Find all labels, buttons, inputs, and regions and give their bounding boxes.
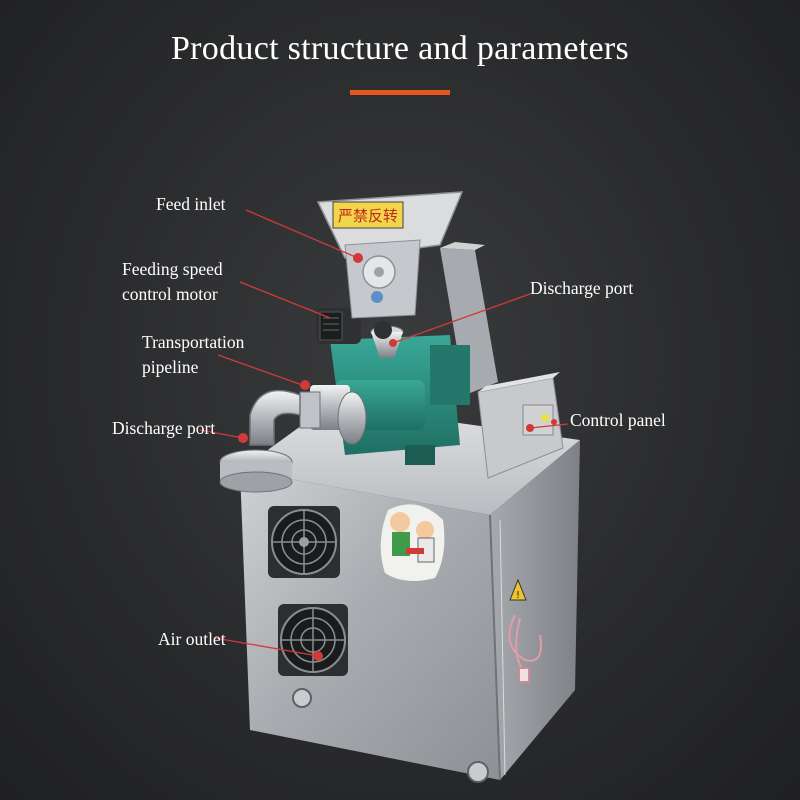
leader-lines xyxy=(199,209,569,657)
page-title: Product structure and parameters xyxy=(170,30,630,67)
label-discharge-port-left: Discharge port xyxy=(112,418,216,438)
leader-feed-inlet xyxy=(245,209,359,259)
leader-transportation-pipeline xyxy=(217,354,306,387)
cabinet-side xyxy=(490,440,580,780)
label-transport-line2: pipeline xyxy=(142,357,199,377)
discharge-elbow xyxy=(219,389,301,493)
feed-hopper: 严禁反转 xyxy=(316,191,464,319)
caster-right xyxy=(467,761,489,783)
hopper-warning-text: 严禁反转 xyxy=(338,207,398,225)
label-air-outlet: Air outlet xyxy=(158,629,226,649)
label-control-panel: Control panel xyxy=(570,410,666,430)
leader-discharge-left xyxy=(199,429,244,439)
svg-text:!: ! xyxy=(516,590,520,601)
label-feeding-speed-line2: control motor xyxy=(122,284,218,304)
fan-upper-icon xyxy=(268,506,340,578)
label-feeding-speed-line1: Feeding speed xyxy=(122,259,223,279)
belt-housing xyxy=(440,242,498,395)
label-transport-line1: Transportation xyxy=(142,332,245,352)
leader-feeding-motor xyxy=(239,281,331,319)
title-underline xyxy=(350,90,450,95)
label-discharge-port-top: Discharge port xyxy=(530,278,634,298)
power-cable xyxy=(508,614,542,683)
caster-left xyxy=(292,688,312,708)
leader-air-outlet xyxy=(214,637,319,657)
extruder-barrel xyxy=(299,380,425,445)
leader-discharge-top xyxy=(392,293,531,344)
control-box xyxy=(477,372,564,479)
chef-sticker-icon xyxy=(380,504,445,582)
fan-lower-icon xyxy=(278,604,348,676)
warning-sticker-icon: ! xyxy=(509,578,527,601)
label-feed-inlet: Feed inlet xyxy=(156,194,226,214)
leader-control-panel xyxy=(529,423,569,429)
